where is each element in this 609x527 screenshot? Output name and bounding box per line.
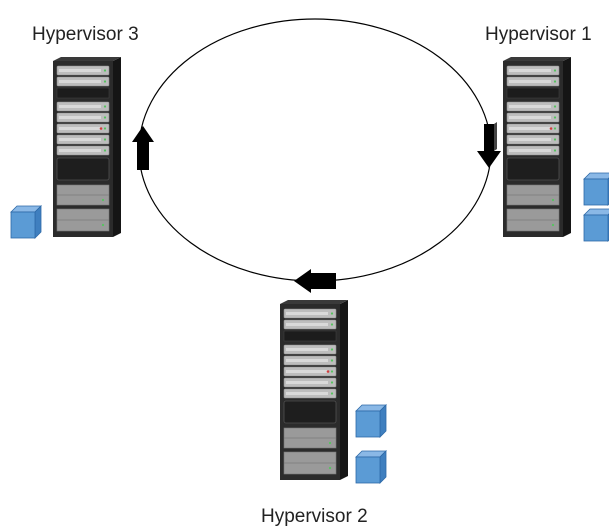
server-rack-icon [280,300,348,480]
hypervisor-2-node: Hypervisor 2 [261,300,387,527]
arrow-up-icon [132,126,154,170]
arrow-left-icon [294,269,336,293]
vm-cube-icon [355,404,387,438]
server-rack-icon [503,57,571,237]
vm-cube-icon [583,208,609,242]
vm-cube-icon [10,205,42,239]
hypervisor-1-node: Hypervisor 1 [485,24,609,242]
vm-cube-icon [583,172,609,206]
hypervisor-1-label: Hypervisor 1 [485,24,592,45]
arrow-down-icon [477,122,501,168]
server-rack-icon [53,57,121,237]
vm-cube-icon [355,450,387,484]
hypervisor-2-label: Hypervisor 2 [261,506,368,527]
hypervisor-3-node: Hypervisor 3 [10,24,139,239]
migration-cycle-ring [138,18,492,282]
hypervisor-3-label: Hypervisor 3 [32,24,139,45]
